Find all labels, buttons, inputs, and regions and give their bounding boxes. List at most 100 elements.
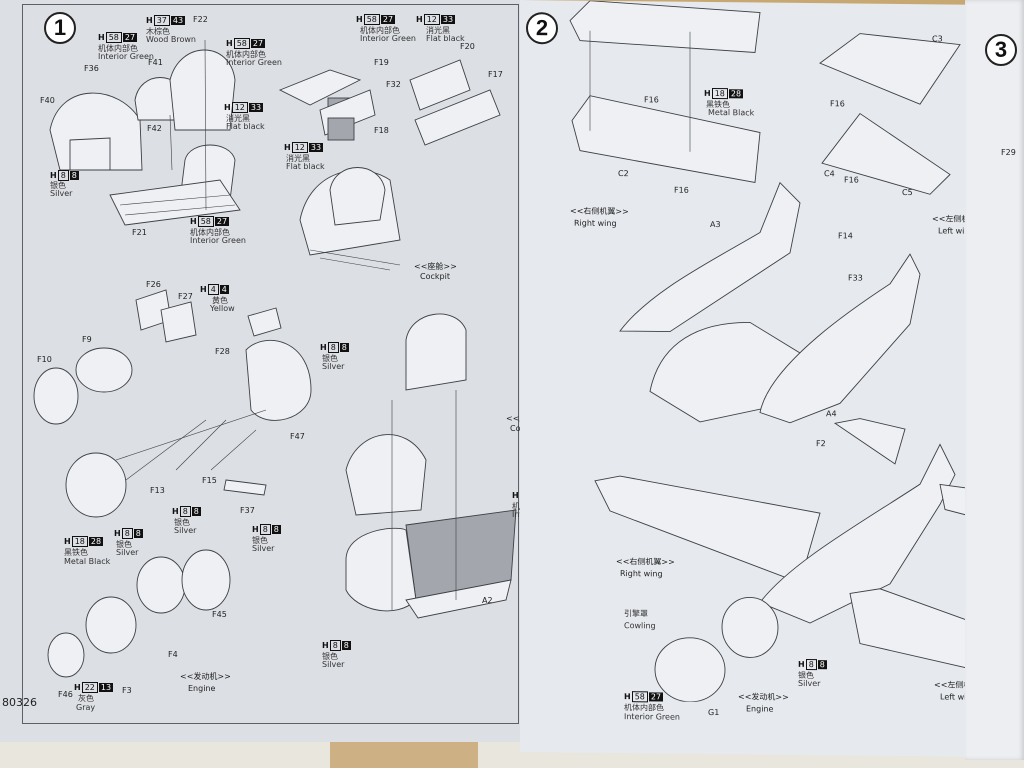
label-silver: Silver <box>798 678 821 689</box>
label-silver-cn: 银色 <box>322 354 338 363</box>
label-silver: Silver <box>252 544 275 553</box>
part-label: F41 <box>148 58 163 67</box>
label-interior-green: Interior Green <box>226 58 282 67</box>
part-label: C2 <box>618 169 629 179</box>
part-label: F16 <box>644 95 659 105</box>
label-metal-black: Metal Black <box>708 107 755 118</box>
part-label: F18 <box>374 126 389 135</box>
part-label: F16 <box>830 99 845 109</box>
label-flat-black: Flat black <box>426 34 465 43</box>
label-silver: Silver <box>50 189 73 198</box>
part-label: C4 <box>824 169 835 179</box>
part-label: F32 <box>386 80 401 89</box>
label-silver-cn: 银色 <box>174 518 190 527</box>
caption-engine: Engine <box>746 704 774 714</box>
part-label: F14 <box>838 231 853 241</box>
label-silver-cn: 银色 <box>252 536 268 545</box>
label-wood-brown-cn: 木棕色 <box>146 27 170 36</box>
part-label: F46 <box>58 690 73 699</box>
part-label: F21 <box>132 228 147 237</box>
label-metal-black: Metal Black <box>64 557 111 566</box>
part-label: A3 <box>710 219 721 230</box>
label-silver: Silver <box>116 548 139 557</box>
label-flat-black-cn: 消光黑 <box>226 114 250 123</box>
label-wood-brown: Wood Brown <box>146 35 196 44</box>
label-flat-black: Flat black <box>286 162 325 171</box>
part-label: C5 <box>902 188 913 198</box>
caption-cockpit: Cockpit <box>420 272 450 281</box>
label-gray: Gray <box>76 703 96 712</box>
label-interior-green-cn: 机体内部色 <box>190 228 230 237</box>
caption-cockpit-cn: <<座舱>> <box>414 262 457 271</box>
label-metal-black-cn: 黑铁色 <box>64 548 88 557</box>
label-silver: Silver <box>322 660 345 669</box>
part-label: F47 <box>290 432 305 441</box>
part-label: F36 <box>84 64 99 73</box>
part-label: F16 <box>674 185 689 195</box>
step-badge-1: 1 <box>44 12 76 44</box>
page-frame <box>22 4 519 724</box>
part-label: F16 <box>844 175 859 185</box>
label-flat-black-cn: 消光黑 <box>286 154 310 163</box>
label-interior-green-cn: 机体内部色 <box>624 703 664 713</box>
part-label: F17 <box>488 70 503 79</box>
part-label: F42 <box>147 124 162 133</box>
part-label: A4 <box>826 409 837 419</box>
part-label: F9 <box>82 335 92 344</box>
part-label: F10 <box>37 355 52 364</box>
label-interior-green-cn: 机体内部色 <box>360 26 400 35</box>
label-yellow-cn: 黄色 <box>212 296 228 305</box>
part-label: F37 <box>240 506 255 515</box>
part-label: F3 <box>122 686 132 695</box>
part-label: A2 <box>482 596 493 605</box>
part-label: C3 <box>932 34 943 44</box>
part-label: F33 <box>848 273 863 283</box>
part-label: F20 <box>460 42 475 51</box>
wing-fuselage-assembly-drawing <box>569 0 986 703</box>
part-label: F27 <box>178 292 193 301</box>
part-label: F13 <box>150 486 165 495</box>
part-label: G1 <box>708 707 720 718</box>
label-silver: Silver <box>174 526 197 535</box>
label-interior-green-cn: 机体内部色 <box>98 44 138 53</box>
label-interior-green: Interior Green <box>98 52 154 61</box>
part-label: F4 <box>168 650 178 659</box>
label-yellow: Yellow <box>210 304 235 313</box>
caption-engine-cn: <<发动机>> <box>180 672 231 681</box>
label-flat-black-cn: 消光黑 <box>426 26 450 35</box>
caption-right-wing-cn: <<右侧机翼>> <box>570 206 629 217</box>
caption-engine: Engine <box>188 684 216 693</box>
caption-right-wing: Right wing <box>574 218 617 229</box>
caption-right-wing-cn: <<右侧机翼>> <box>616 557 675 567</box>
caption-engine-cn: <<发动机>> <box>738 692 789 702</box>
label-silver-cn: 银色 <box>322 652 338 661</box>
label-silver: Silver <box>322 362 345 371</box>
part-label: F2 <box>816 439 826 449</box>
part-label: F26 <box>146 280 161 289</box>
caption-right-wing: Right wing <box>620 569 663 579</box>
part-label: F40 <box>40 96 55 105</box>
label-gray-cn: 灰色 <box>78 694 94 703</box>
caption-cowling-cn: 引擎罩 <box>624 609 648 619</box>
page-number: 80326 <box>2 696 37 709</box>
